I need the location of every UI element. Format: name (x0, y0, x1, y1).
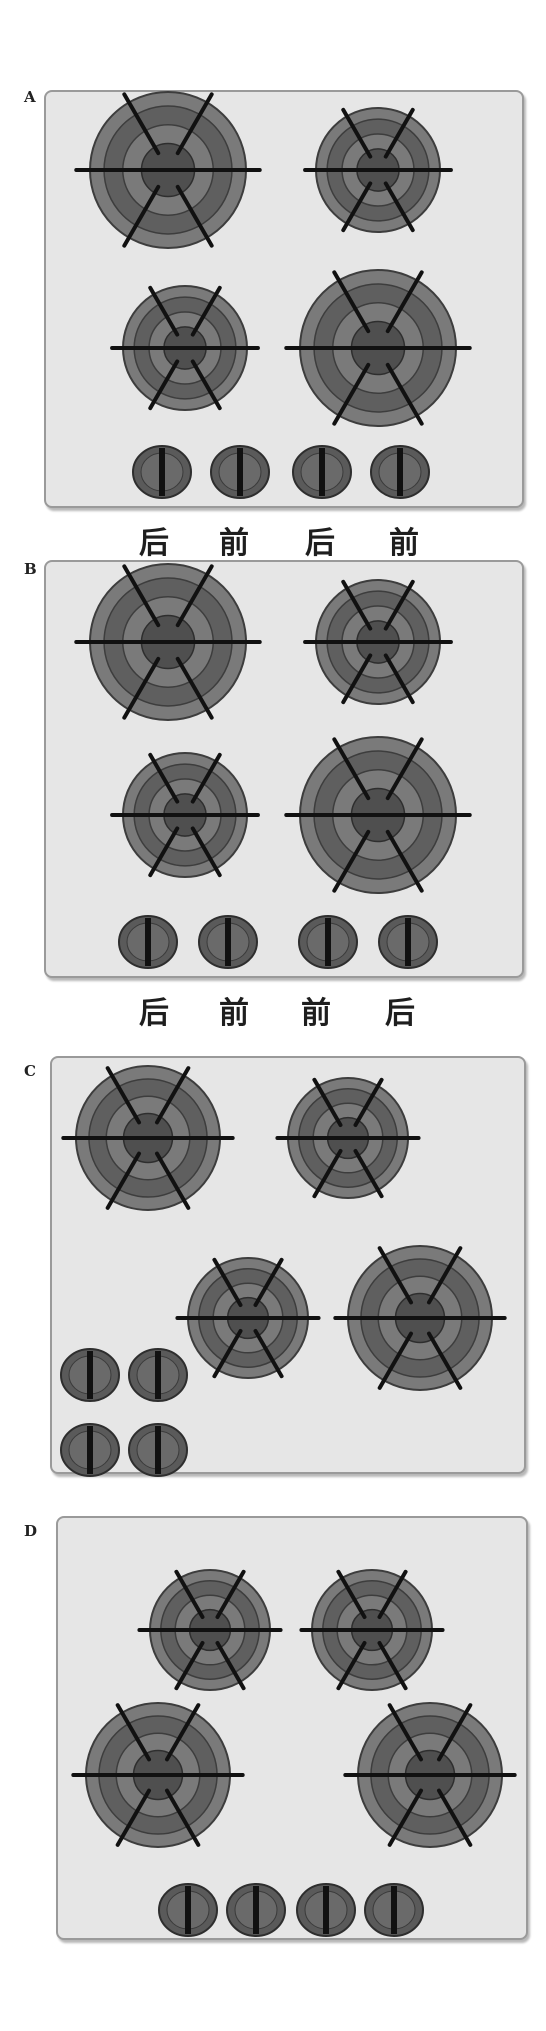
panel-d-knob-3 (296, 1883, 356, 1937)
panel-a-burner-1 (74, 91, 262, 249)
panel-a-knob-2 (210, 445, 270, 499)
panel-b-knob-2 (198, 915, 258, 969)
panel-a-knob-4 (370, 445, 430, 499)
panel-b-burner-4 (284, 736, 472, 894)
panel-d-knob-2 (226, 1883, 286, 1937)
panel-b-burner-1 (74, 563, 262, 721)
panel-d-knob-4 (364, 1883, 424, 1937)
panel-d-burner-3 (71, 1702, 245, 1848)
panel-b-burner-2 (303, 579, 453, 705)
panel-b-letter: B (24, 560, 37, 578)
panel-a-knob-3 (292, 445, 352, 499)
panel-d-knob-1 (158, 1883, 218, 1937)
panel-a-burner-2 (303, 107, 453, 233)
panel-d-burner-2 (299, 1569, 445, 1691)
panel-a-knob-1 (132, 445, 192, 499)
panel-c-burner-4 (333, 1245, 507, 1391)
panel-b-knob-1 (118, 915, 178, 969)
panel-c-burner-3 (175, 1257, 321, 1379)
panel-b-knob-3 (298, 915, 358, 969)
panel-c-burner-2 (275, 1077, 421, 1199)
panel-a-letter: A (24, 88, 36, 106)
panel-c-knob-3 (60, 1423, 120, 1477)
panel-c-knob-2 (128, 1348, 188, 1402)
panel-d-burner-1 (137, 1569, 283, 1691)
panel-a-label-1: 后 (139, 526, 169, 561)
panel-d-letter: D (24, 1522, 38, 1540)
panel-b-label-4: 后 (385, 996, 415, 1031)
panel-a-burner-3 (110, 285, 260, 411)
panel-c-letter: C (24, 1062, 36, 1080)
panel-a-burner-4 (284, 269, 472, 427)
panel-c-knob-4 (128, 1423, 188, 1477)
panel-a-label-4: 前 (389, 526, 419, 561)
panel-b-label-3: 前 (301, 996, 331, 1031)
panel-d-burner-4 (343, 1702, 517, 1848)
panel-b-burner-3 (110, 752, 260, 878)
panel-b-knob-4 (378, 915, 438, 969)
panel-b-label-2: 前 (219, 996, 249, 1031)
panel-c-burner-1 (61, 1065, 235, 1211)
panel-a-label-2: 前 (219, 526, 249, 561)
panel-c-knob-1 (60, 1348, 120, 1402)
panel-b-label-1: 后 (139, 996, 169, 1031)
panel-a-label-3: 后 (305, 526, 335, 561)
